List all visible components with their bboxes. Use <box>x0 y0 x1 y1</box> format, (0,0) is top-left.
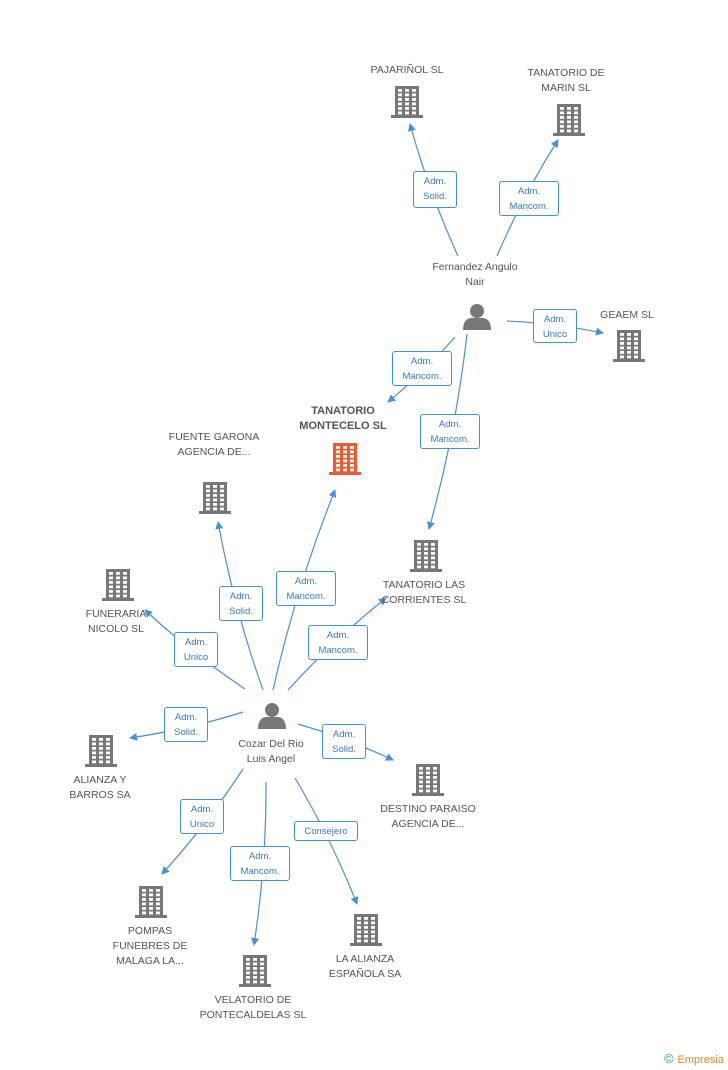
edge-label-fernandez-montecelo[interactable]: Adm.Mancom. <box>392 351 452 386</box>
edge-label-cozar-la_alianza[interactable]: Consejero <box>294 821 358 841</box>
edge-label-fernandez-tanatorio_corrientes[interactable]: Adm.Mancom. <box>420 414 480 449</box>
person-icon-cozar[interactable] <box>258 703 286 729</box>
footer-brand[interactable]: ©Empresia <box>664 1051 724 1066</box>
node-label-pompas[interactable]: POMPAS FUNEBRES DE MALAGA LA... <box>112 925 188 967</box>
brand-name: Empresia <box>677 1054 724 1066</box>
edge-cozar-la_alianza <box>294 777 359 905</box>
node-label-pajarinol[interactable]: PAJARIÑOL SL <box>370 64 444 76</box>
edge-label-cozar-pompas[interactable]: Adm.Unico <box>180 799 224 834</box>
copyright-symbol: © <box>663 1051 674 1066</box>
building-icon-la_alianza[interactable] <box>350 914 382 946</box>
node-label-tanatorio_corrientes[interactable]: TANATORIO LAS CORRIENTES SL <box>381 579 467 606</box>
node-label-velatorio[interactable]: VELATORIO DE PONTECALDELAS SL <box>199 994 307 1021</box>
node-label-fernandez[interactable]: Fernandez Angulo Nair <box>432 261 518 288</box>
node-label-geaem[interactable]: GEAEM SL <box>600 309 654 321</box>
building-icon-destino_paraiso[interactable] <box>412 764 444 796</box>
node-label-alianza_barros[interactable]: ALIANZA Y BARROS SA <box>69 774 131 801</box>
edge-label-fernandez-pajarinol[interactable]: Adm.Solid. <box>413 171 457 208</box>
edge-label-cozar-montecelo[interactable]: Adm.Mancom. <box>276 571 336 606</box>
node-label-cozar[interactable]: Cozar Del Rio Luis Angel <box>238 738 304 765</box>
building-icon-velatorio[interactable] <box>239 955 271 987</box>
node-label-destino_paraiso[interactable]: DESTINO PARAISO AGENCIA DE... <box>380 803 476 830</box>
edge-label-cozar-fuente_garona[interactable]: Adm.Solid. <box>219 586 263 621</box>
node-label-montecelo[interactable]: TANATORIO MONTECELO SL <box>299 405 387 432</box>
edge-label-fernandez-tanatorio_marin[interactable]: Adm.Mancom. <box>499 181 559 216</box>
edge-label-cozar-tanatorio_corrientes[interactable]: Adm.Mancom. <box>308 625 368 660</box>
person-icon-fernandez[interactable] <box>463 304 491 330</box>
edge-label-fernandez-geaem[interactable]: Adm.Unico <box>533 309 577 343</box>
edge-label-cozar-alianza_barros[interactable]: Adm.Solid. <box>164 707 208 742</box>
node-label-la_alianza[interactable]: LA ALIANZA ESPAÑOLA SA <box>328 953 402 980</box>
building-icon-pompas[interactable] <box>135 886 167 918</box>
building-icon-funeraria_nicolo[interactable] <box>102 569 134 601</box>
building-icon-fuente_garona[interactable] <box>199 482 231 514</box>
node-label-tanatorio_marin[interactable]: TANATORIO DE MARIN SL <box>527 67 605 94</box>
edge-label-cozar-destino_paraiso[interactable]: Adm.Solid. <box>322 724 366 759</box>
node-label-funeraria_nicolo[interactable]: FUNERARIA NICOLO SL <box>85 608 147 635</box>
building-icon-montecelo[interactable] <box>329 443 361 475</box>
building-icon-tanatorio_marin[interactable] <box>553 104 585 136</box>
edge-label-cozar-funeraria_nicolo[interactable]: Adm.Unico <box>174 632 218 667</box>
building-icon-pajarinol[interactable] <box>391 86 423 118</box>
building-icon-alianza_barros[interactable] <box>85 735 117 767</box>
building-icon-tanatorio_corrientes[interactable] <box>410 540 442 572</box>
edge-label-cozar-velatorio[interactable]: Adm.Mancom. <box>230 846 290 881</box>
node-label-fuente_garona[interactable]: FUENTE GARONA AGENCIA DE... <box>168 431 260 458</box>
building-icon-geaem[interactable] <box>613 330 645 362</box>
